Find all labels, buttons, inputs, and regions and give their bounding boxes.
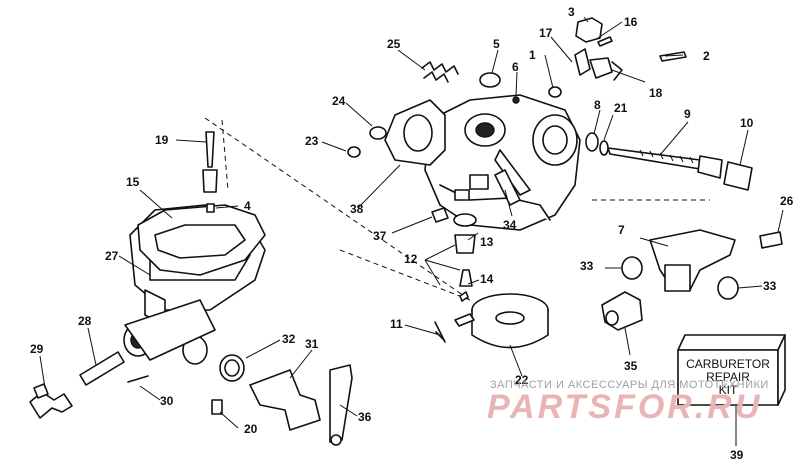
callout-26: 26 <box>780 194 794 208</box>
callout-38: 38 <box>350 202 364 216</box>
callout-37: 37 <box>373 229 387 243</box>
linkage-7 <box>649 229 783 292</box>
small-parts-top <box>347 17 687 158</box>
kit-line-1: CARBURETOR <box>686 357 770 371</box>
callout-36: 36 <box>358 410 372 424</box>
kit-line-3: KIT <box>719 383 738 397</box>
callout-12: 12 <box>404 252 418 266</box>
callout-7: 7 <box>618 223 625 237</box>
callout-34: 34 <box>503 218 517 232</box>
callout-29: 29 <box>30 342 44 356</box>
callout-17: 17 <box>539 26 553 40</box>
bracket-35 <box>601 291 643 331</box>
callout-16: 16 <box>624 15 638 29</box>
callout-11: 11 <box>390 317 403 331</box>
callout-10: 10 <box>740 116 754 130</box>
spring-25 <box>421 61 459 83</box>
callout-30: 30 <box>160 394 174 408</box>
carburetor-body <box>424 94 581 231</box>
small-parts-bottom-left <box>29 351 245 419</box>
callout-21: 21 <box>614 101 628 115</box>
callout-2: 2 <box>703 49 710 63</box>
callout-8: 8 <box>594 98 601 112</box>
callout-39: 39 <box>730 448 744 462</box>
callout-18: 18 <box>649 86 663 100</box>
gasket-15 <box>137 204 266 276</box>
assembly-guide-lines <box>204 117 710 301</box>
callout-25: 25 <box>387 37 401 51</box>
callout-27: 27 <box>105 249 119 263</box>
screw-19 <box>202 131 218 213</box>
callout-23: 23 <box>305 134 319 148</box>
callout-31: 31 <box>305 337 319 351</box>
leader-lines <box>39 16 784 446</box>
callout-14: 14 <box>480 272 494 286</box>
callout-19: 19 <box>155 133 169 147</box>
callout-33a: 33 <box>580 259 594 273</box>
repair-kit-box: CARBURETOR REPAIR KIT <box>677 334 786 406</box>
callout-3: 3 <box>568 5 575 19</box>
lever-34 <box>494 169 521 206</box>
callout-20: 20 <box>244 422 258 436</box>
callout-35: 35 <box>624 359 638 373</box>
callout-33b: 33 <box>763 279 777 293</box>
callout-1: 1 <box>529 48 536 62</box>
callout-22: 22 <box>515 373 529 387</box>
float-22 <box>454 293 549 349</box>
watermark-line-1: ЗАПЧАСТИ И АКСЕССУАРЫ ДЛЯ МОТОТЕХНИКИ <box>490 379 769 391</box>
callout-4: 4 <box>244 199 251 213</box>
callout-15: 15 <box>126 175 140 189</box>
callout-9: 9 <box>684 107 691 121</box>
callout-24: 24 <box>332 94 346 108</box>
choke-parts-31-36 <box>249 321 446 446</box>
callout-6: 6 <box>512 60 519 74</box>
callout-13: 13 <box>480 235 494 249</box>
needle-screw-9 <box>607 147 753 191</box>
callout-28: 28 <box>78 314 92 328</box>
watermark: ЗАПЧАСТИ И АКСЕССУАРЫ ДЛЯ МОТОТЕХНИКИ PA… <box>487 379 769 426</box>
watermark-line-2: PARTSFOR.RU <box>487 388 762 426</box>
callout-numbers: 1 2 3 4 5 6 7 8 9 10 11 12 13 14 15 16 1… <box>30 5 794 462</box>
callout-5: 5 <box>493 37 500 51</box>
gasket-38 <box>384 99 446 166</box>
callout-32: 32 <box>282 332 296 346</box>
kit-line-2: REPAIR <box>706 370 750 384</box>
